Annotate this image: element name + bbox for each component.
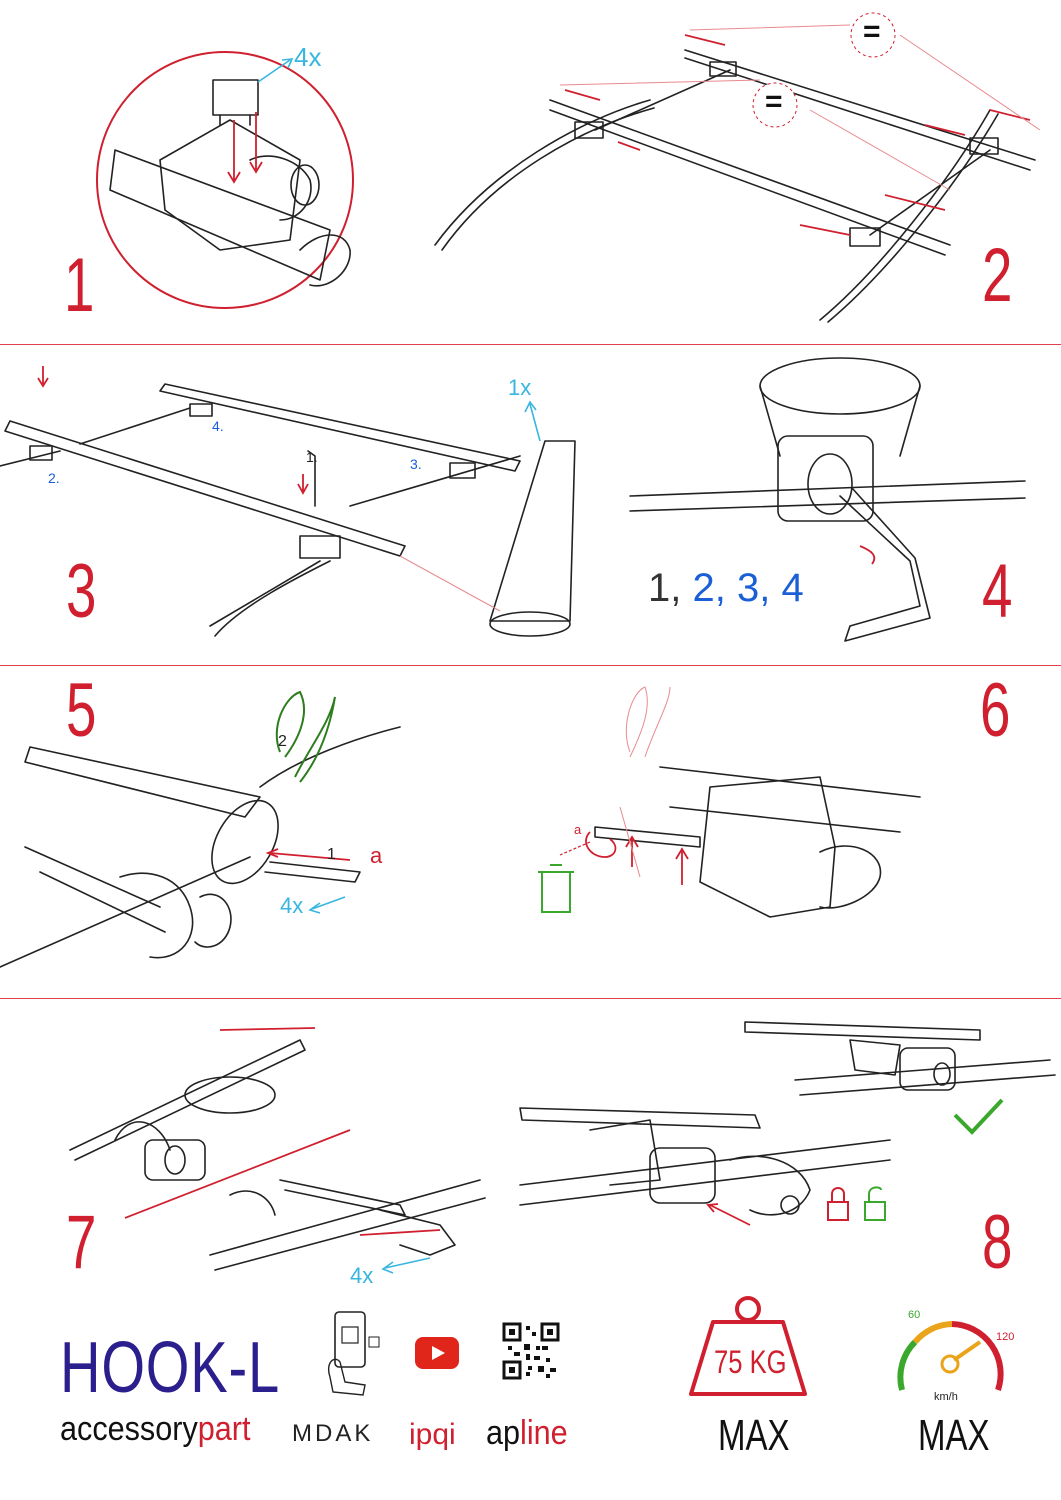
step-7-illustration: [69, 1027, 486, 1274]
speed-unit: km/h: [934, 1391, 958, 1403]
step-2-illustration: [434, 12, 1041, 323]
step-4-illustration: [629, 357, 1026, 642]
apline-suffix: line: [520, 1414, 568, 1452]
step-2-number: 2: [982, 233, 1012, 318]
weight-max-label: MAX: [718, 1411, 790, 1460]
step-6-illustration: [538, 686, 921, 918]
step-4-order-3: 3,: [736, 566, 771, 610]
step-2-equal-sign-a: =: [863, 15, 881, 48]
step-3-number: 3: [66, 549, 96, 634]
step-4-panel: 1, 2, 3, 4 4: [610, 346, 1061, 664]
step-1-illustration: [96, 51, 354, 309]
step-5-label-a: a: [370, 843, 383, 868]
step-5-panel: 2 1 a 4x 5: [0, 667, 480, 997]
step-4-number: 4: [982, 549, 1012, 634]
step-7-number: 7: [66, 1200, 96, 1285]
step-5-number: 5: [66, 668, 96, 753]
brand-suffix: part: [197, 1410, 251, 1448]
step-4-order-1: 1,: [648, 566, 682, 610]
step-3-illustration: [0, 366, 576, 637]
partner-ipqi: ipqi: [409, 1418, 456, 1451]
weight-value: 75 KG: [714, 1344, 787, 1380]
divider-3: [0, 998, 1061, 999]
step-5-illustration: [0, 690, 401, 968]
step-1-panel: 4x 1: [0, 0, 530, 340]
partner-apline: apline: [486, 1416, 568, 1450]
step-3-label-2: 2.: [48, 470, 60, 486]
step-5-label-4x: 4x: [280, 893, 304, 918]
weight-icon: [689, 1296, 807, 1396]
step-8-illustration: [519, 1021, 1056, 1226]
brand-prefix: accessory: [60, 1410, 198, 1448]
speed-tick-low: 60: [908, 1309, 921, 1321]
step-4-order-4: 4: [781, 566, 804, 610]
apline-prefix: ap: [486, 1414, 521, 1452]
step-2-panel: = = 2: [430, 0, 1061, 340]
step-3-label-4: 4.: [212, 418, 224, 434]
footer: HOOK-L accessorypart MDAK ipqi apline 75…: [0, 1292, 1061, 1500]
qr-code-icon[interactable]: [502, 1322, 560, 1380]
step-3-label-1: 1.: [306, 449, 318, 465]
step-3-label-1x: 1x: [508, 375, 532, 400]
divider-2: [0, 665, 1061, 666]
step-7-panel: 4x 7: [0, 1000, 510, 1290]
step-6-number: 6: [980, 668, 1010, 753]
step-3-panel: 1. 2. 3. 4. 1x 3: [0, 346, 610, 664]
phone-scan-icon: [328, 1311, 380, 1396]
step-1-count-label: 4x: [294, 42, 322, 72]
brand-accessorypart: accessorypart: [60, 1412, 250, 1446]
step-1-number: 1: [64, 243, 94, 328]
divider-1: [0, 344, 1061, 345]
speed-tick-high: 120: [996, 1331, 1015, 1343]
youtube-icon[interactable]: [415, 1337, 459, 1369]
step-8-panel: 8: [510, 1000, 1061, 1290]
step-7-label-4x: 4x: [350, 1263, 374, 1288]
step-3-label-3: 3.: [410, 456, 422, 472]
step-4-order: 1, 2, 3, 4: [648, 568, 804, 608]
step-4-order-2: 2,: [692, 566, 726, 610]
speedometer-icon: [897, 1321, 1004, 1391]
step-5-label-1: 1: [327, 846, 336, 863]
step-8-number: 8: [982, 1200, 1012, 1285]
step-5-label-2: 2: [278, 733, 287, 750]
speed-max-label: MAX: [918, 1411, 990, 1460]
partner-mdak: MDAK: [292, 1420, 374, 1447]
step-2-equal-sign-b: =: [765, 85, 783, 118]
step-6-label-a: a: [574, 822, 582, 837]
product-name: HOOK-L: [60, 1328, 280, 1408]
step-6-panel: a 6: [520, 667, 1061, 997]
